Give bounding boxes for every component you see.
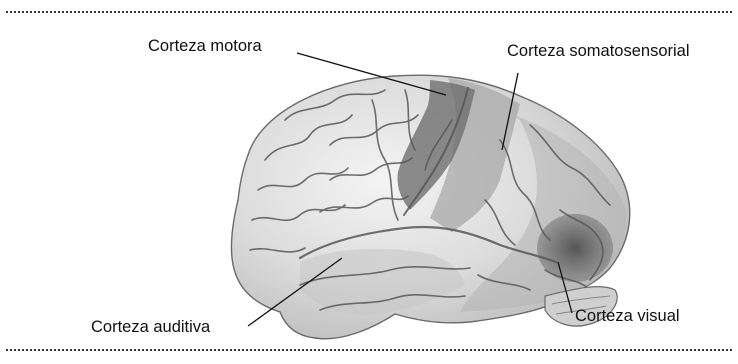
label-motor-cortex: Corteza motora xyxy=(148,37,262,55)
label-visual-cortex: Corteza visual xyxy=(575,307,680,325)
label-somatosensory-cortex: Corteza somatosensorial xyxy=(507,42,690,60)
label-auditory-cortex: Corteza auditiva xyxy=(91,318,210,336)
